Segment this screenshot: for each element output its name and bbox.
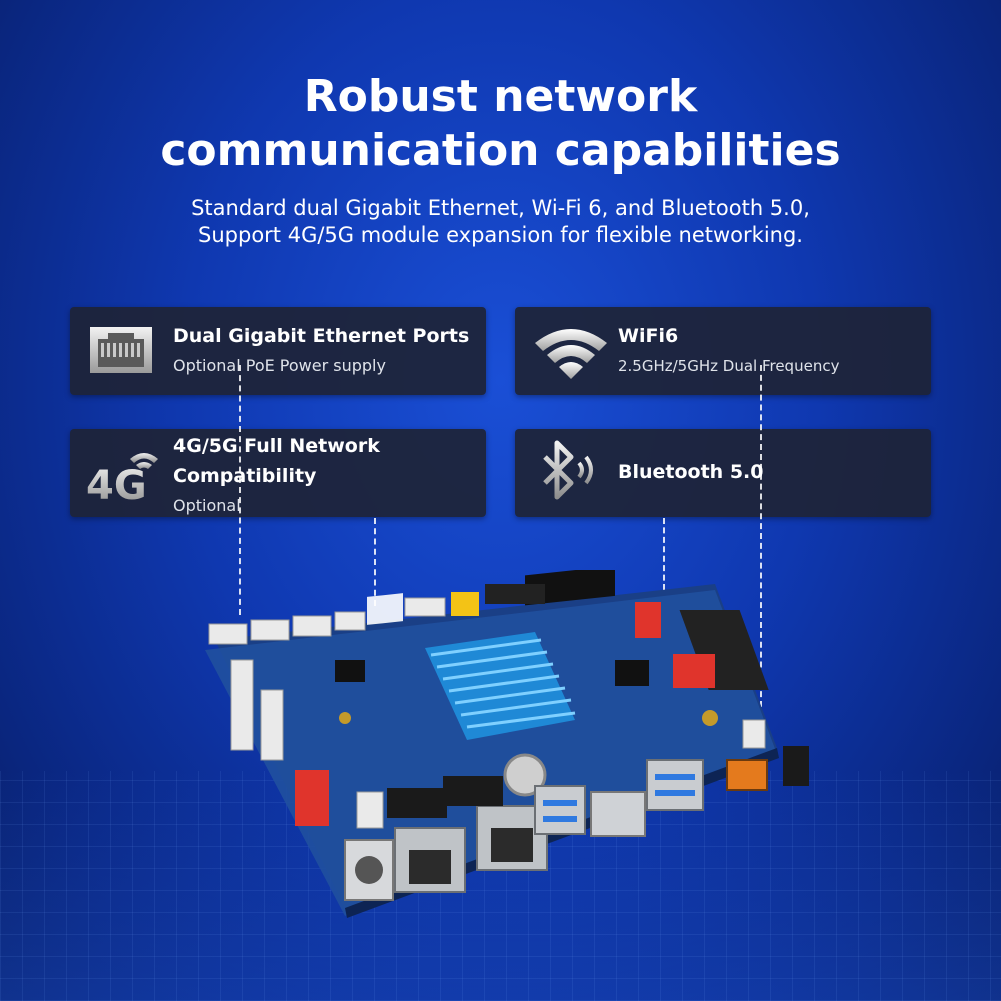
heatsink: [425, 632, 576, 740]
feature-subtitle-ethernet: Optional PoE Power supply: [173, 356, 386, 375]
feature-title-cellular-line1: 4G/5G Full Network: [173, 435, 380, 457]
feature-title-cellular-line2: Compatibility: [173, 465, 317, 487]
page-subtitle-line2: Support 4G/5G module expansion for flexi…: [198, 223, 803, 247]
connector-line-bluetooth: [663, 518, 665, 590]
page-title-line1: Robust network: [303, 71, 698, 122]
feature-card-cellular: 4G 4G/5G Full Network Compatibility Opti…: [70, 429, 486, 517]
feature-title-wifi: WiFi6: [618, 325, 679, 347]
feature-title-ethernet: Dual Gigabit Ethernet Ports: [173, 325, 470, 347]
connector-line-ethernet: [239, 365, 241, 615]
connector-line-wifi: [760, 365, 762, 707]
page-subtitle: Standard dual Gigabit Ethernet, Wi-Fi 6,…: [0, 195, 1001, 249]
4g-icon: 4G: [86, 443, 158, 509]
ethernet-port-icon: [86, 321, 156, 381]
page-title-line2: communication capabilities: [160, 125, 841, 176]
page-title: Robust network communication capabilitie…: [0, 70, 1001, 178]
feature-card-bluetooth: Bluetooth 5.0: [515, 429, 931, 517]
bluetooth-icon: [531, 437, 601, 500]
motherboard-illustration: [195, 565, 825, 920]
feature-subtitle-cellular: Optional: [173, 496, 241, 515]
page-subtitle-line1: Standard dual Gigabit Ethernet, Wi-Fi 6,…: [191, 196, 810, 220]
feature-title-bluetooth: Bluetooth 5.0: [618, 461, 764, 483]
feature-card-wifi: WiFi6 2.5GHz/5GHz Dual Frequency: [515, 307, 931, 395]
feature-subtitle-wifi: 2.5GHz/5GHz Dual Frequency: [618, 357, 840, 375]
4g-icon-text: 4G: [86, 463, 147, 503]
wifi-icon: [531, 321, 607, 381]
connector-line-cellular: [374, 518, 376, 606]
feature-card-ethernet: Dual Gigabit Ethernet Ports Optional PoE…: [70, 307, 486, 395]
